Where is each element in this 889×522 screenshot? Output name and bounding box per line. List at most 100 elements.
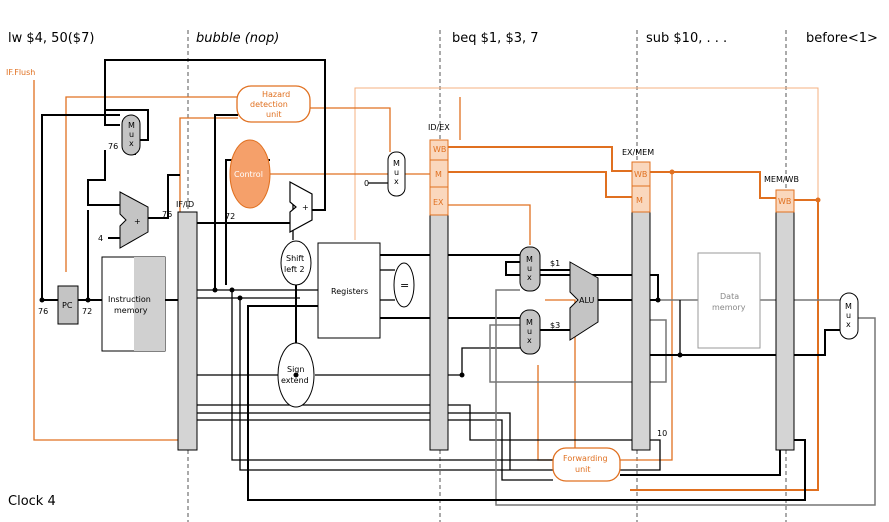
pc-adder: [119, 191, 149, 249]
id-ex-m-field: M: [435, 170, 442, 179]
pc-in-value: 76: [38, 307, 48, 316]
ex-ctrl-wire: [448, 204, 531, 245]
control-unit-label: Control: [234, 170, 263, 179]
hazard-ifidwrite-wire: [179, 117, 238, 212]
reg3-value: $3: [550, 321, 560, 330]
forwarding-label-1: Forwarding: [563, 454, 608, 463]
hazard-memread-wire: [354, 87, 819, 240]
wb-to-memwb-wire: [650, 171, 776, 199]
junction-dot: [293, 372, 299, 378]
ex-mem-m-field: M: [636, 196, 643, 205]
equality-comparator: [393, 262, 415, 308]
mem-wb-label: MEM/WB: [764, 175, 799, 184]
wb-feedback-wire: [495, 289, 876, 506]
hazard-label-1: Hazard: [262, 90, 290, 99]
if-id-register: [177, 211, 198, 451]
clock-label: Clock 4: [8, 494, 56, 509]
hazard-label-3: unit: [266, 110, 282, 119]
id-ex-ex-field: EX: [433, 198, 444, 207]
idex-rt-fwd-wire: [448, 412, 511, 470]
sign-extend-label-2: extend: [281, 376, 309, 385]
shift-label-1: Shift: [286, 254, 304, 263]
instruction-memory-label-1: Instruction: [108, 295, 151, 304]
branch-adder-label: +: [302, 203, 309, 212]
forwarding-unit: [552, 447, 621, 482]
mux-letter: x: [846, 320, 851, 329]
mux-letter: u: [129, 130, 134, 139]
reg1-value: $1: [550, 259, 560, 268]
stage-label-wb: before<1>: [806, 31, 878, 46]
forward-b-mux: [519, 309, 541, 355]
adder-out-wire: [148, 174, 180, 219]
fwd-b-wire: [537, 365, 553, 461]
control-mux: [387, 151, 406, 197]
branch-adder: [289, 180, 313, 234]
wb-to-exmem-wire: [448, 146, 632, 172]
data-memory: [697, 252, 761, 349]
register-file-label: Registers: [331, 287, 368, 296]
mux-letter: u: [527, 327, 532, 336]
mux-letter: u: [846, 311, 851, 320]
ex-mem-label: EX/MEM: [622, 148, 654, 157]
equality-label: =: [400, 279, 409, 292]
junction-dot: [669, 169, 675, 175]
mux-letter: M: [128, 121, 135, 130]
junction-dot: [85, 297, 91, 303]
mux-letter: x: [527, 336, 532, 345]
pc-adder-label: +: [134, 217, 141, 226]
mem-wb-wb-field: WB: [778, 197, 791, 206]
exmem-rd-wire: [620, 439, 661, 471]
junction-dot: [677, 352, 683, 358]
forward-a-mux: [519, 246, 541, 292]
hazard-detection-unit: [236, 85, 311, 123]
mux-letter: M: [526, 318, 533, 327]
mux-top-in-value: 76: [108, 142, 118, 151]
alu: [569, 261, 599, 341]
pc-label: PC: [62, 301, 73, 310]
adder-const-value: 4: [98, 234, 103, 243]
mux-letter: u: [394, 168, 399, 177]
junction-dot: [815, 197, 821, 203]
mux-letter: x: [129, 139, 134, 148]
sign-extend-label-1: Sign: [287, 365, 304, 374]
junction-dot: [655, 297, 661, 303]
if-flush-wire: [33, 80, 178, 441]
hazard-label-2: detection: [250, 100, 288, 109]
stage-label-mem: sub $10, . . .: [646, 31, 727, 46]
id-ex-control-block: [429, 139, 449, 216]
pc-feedback-wire: [41, 114, 120, 300]
mux-letter: x: [527, 273, 532, 282]
ifid-hazard-wire: [214, 114, 238, 290]
rs-forward-wire: [231, 290, 553, 461]
mux-letter: x: [394, 177, 399, 186]
shift-left-2: [280, 240, 312, 286]
alu-label: ALU: [579, 296, 595, 305]
pc-out-value: 72: [82, 307, 92, 316]
mux-letter: M: [526, 255, 533, 264]
junction-dot: [39, 297, 45, 303]
pc-mux: [121, 114, 141, 156]
memwb-alu-wire: [794, 329, 840, 356]
pc-mux-wire: [87, 150, 120, 206]
mux-zero-value: 0: [364, 179, 369, 188]
pc-register: [57, 285, 79, 325]
mux-letter: u: [527, 264, 532, 273]
memwb-fwd-wire: [620, 440, 781, 476]
idex-rd-wire: [448, 404, 632, 441]
forwarding-label-2: unit: [575, 465, 591, 474]
control-unit: [229, 139, 271, 209]
data-memory-label-1: Data: [720, 292, 739, 301]
adder-out-value: 76: [162, 210, 172, 219]
id-ex-wb-field: WB: [433, 145, 446, 154]
id-ex-label: ID/EX: [428, 123, 450, 132]
stage-label-id: bubble (nop): [196, 31, 279, 46]
exmem-regwrite-wire: [620, 172, 673, 461]
ex-mem-wb-field: WB: [634, 170, 647, 179]
wb-regwrite-wire: [630, 199, 819, 491]
instruction-memory-shade: [134, 257, 165, 351]
memwb-rd-wire: [247, 305, 806, 501]
idex-rs-fwd-wire: [448, 419, 553, 481]
data-memory-label-2: memory: [712, 303, 746, 312]
fwd-a-wire: [545, 299, 576, 455]
